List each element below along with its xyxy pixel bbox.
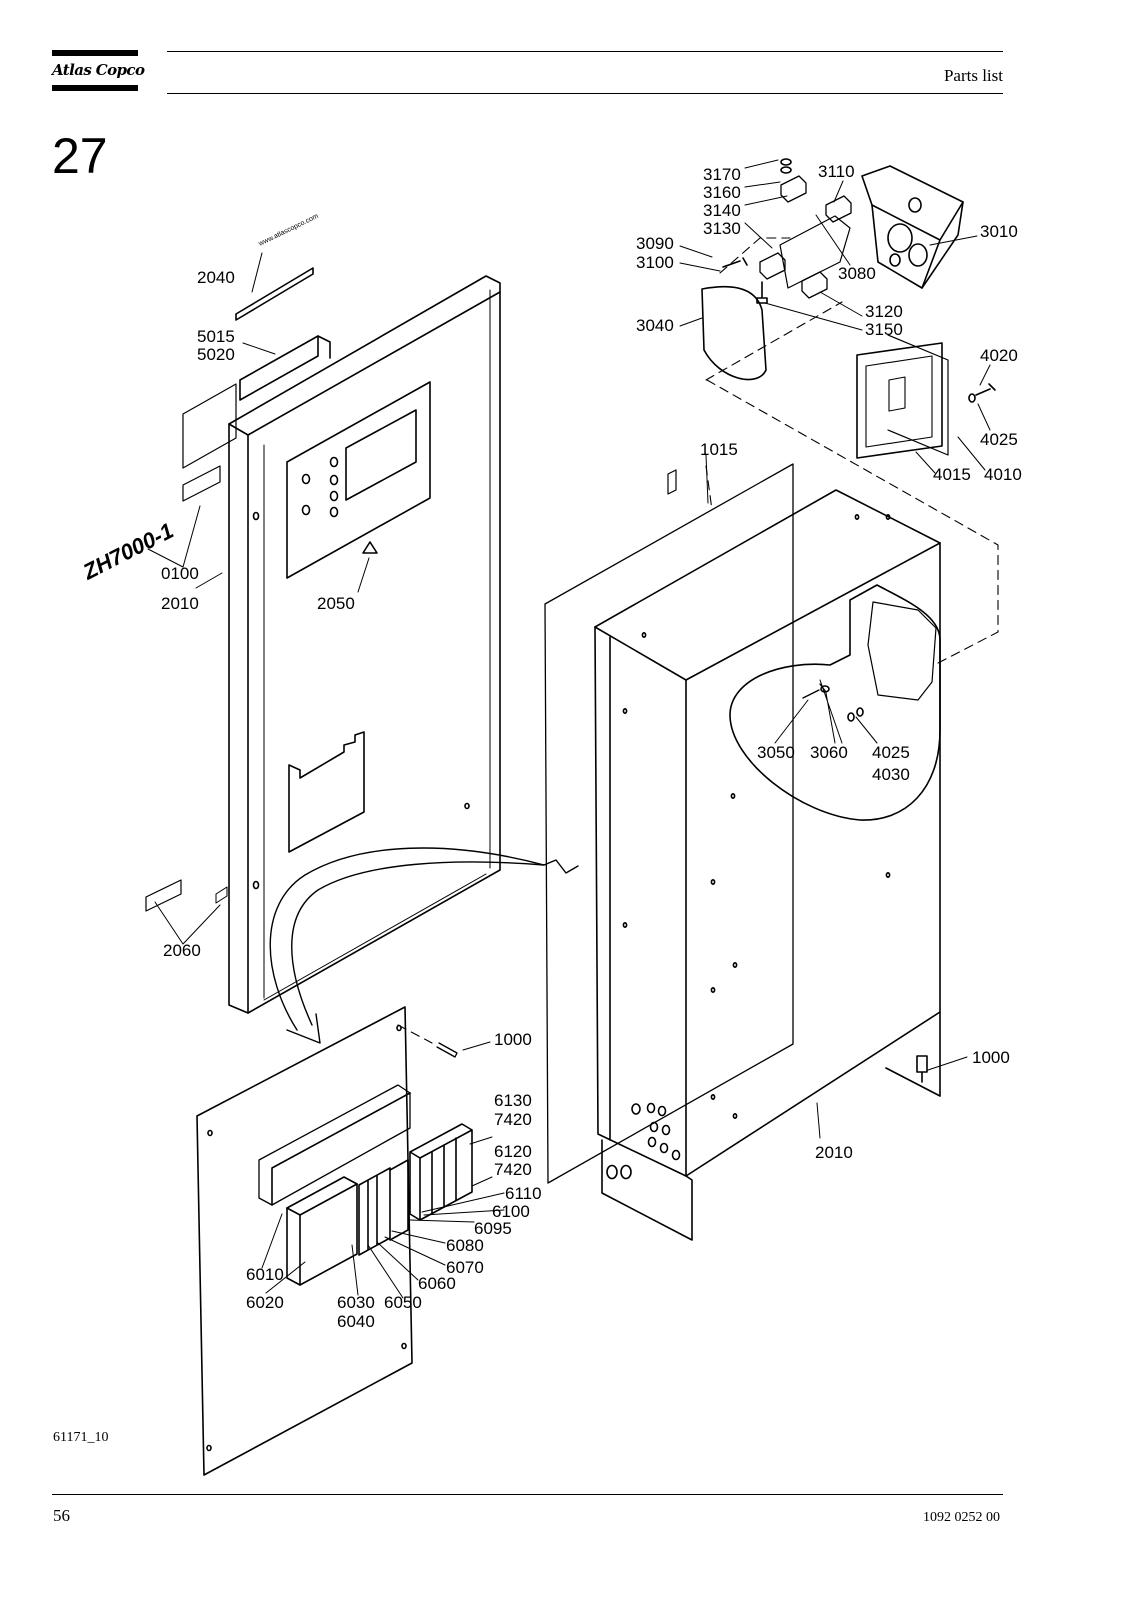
logo-bar-top bbox=[52, 50, 138, 56]
header-rule-bottom bbox=[167, 93, 1003, 94]
callout-3170: 3170 bbox=[703, 165, 741, 184]
callout-labels: 3170 3160 3140 3130 3110 3090 3100 3010 … bbox=[161, 162, 1022, 1331]
callout-3060: 3060 bbox=[810, 743, 848, 762]
footer-rule bbox=[52, 1494, 1003, 1495]
callout-3120: 3120 bbox=[865, 302, 903, 321]
document-number: 1092 0252 00 bbox=[923, 1510, 1000, 1525]
callout-3050: 3050 bbox=[757, 743, 795, 762]
website-strip bbox=[235, 267, 314, 321]
callout-4025-cabinet: 4025 bbox=[872, 743, 910, 762]
callout-3130: 3130 bbox=[703, 219, 741, 238]
callout-1015: 1015 bbox=[700, 440, 738, 459]
callout-3040: 3040 bbox=[636, 316, 674, 335]
brand-logo: Atlas Copco bbox=[52, 61, 145, 79]
header-rule-top bbox=[167, 51, 1003, 52]
callout-3090: 3090 bbox=[636, 234, 674, 253]
callout-6030: 6030 bbox=[337, 1293, 375, 1312]
callout-5020: 5020 bbox=[197, 345, 235, 364]
callout-6120: 6120 bbox=[494, 1142, 532, 1161]
callout-6095: 6095 bbox=[474, 1219, 512, 1238]
section-number: 27 bbox=[52, 128, 108, 184]
cabinet-housing bbox=[594, 489, 941, 1241]
callout-4025-top: 4025 bbox=[980, 430, 1018, 449]
callout-4015: 4015 bbox=[933, 465, 971, 484]
callout-6060: 6060 bbox=[418, 1274, 456, 1293]
callout-3140: 3140 bbox=[703, 201, 741, 220]
callout-4030: 4030 bbox=[872, 765, 910, 784]
callout-7420-b: 7420 bbox=[494, 1160, 532, 1179]
callout-3100: 3100 bbox=[636, 253, 674, 272]
callout-6110: 6110 bbox=[505, 1184, 542, 1203]
callout-6080: 6080 bbox=[446, 1236, 484, 1255]
junction-box-assembly bbox=[701, 158, 996, 459]
callout-6040: 6040 bbox=[337, 1312, 375, 1331]
callout-5015: 5015 bbox=[197, 327, 235, 346]
callout-4010: 4010 bbox=[984, 465, 1022, 484]
callout-2010-cabinet: 2010 bbox=[815, 1143, 853, 1162]
callout-6070: 6070 bbox=[446, 1258, 484, 1277]
callout-6020: 6020 bbox=[246, 1293, 284, 1312]
callout-1000-cabinet: 1000 bbox=[972, 1048, 1010, 1067]
callout-7420-a: 7420 bbox=[494, 1110, 532, 1129]
callout-3150: 3150 bbox=[865, 320, 903, 339]
callout-2060: 2060 bbox=[163, 941, 201, 960]
callout-6100: 6100 bbox=[492, 1202, 530, 1221]
callout-1000-plate: 1000 bbox=[494, 1030, 532, 1049]
page-number: 56 bbox=[53, 1506, 70, 1525]
callout-2040: 2040 bbox=[197, 268, 235, 287]
callout-6050: 6050 bbox=[384, 1293, 422, 1312]
callout-2010-door: 2010 bbox=[161, 594, 199, 613]
figure-id: 61171_10 bbox=[53, 1430, 109, 1445]
website-strip-text: www.atlascopco.com bbox=[257, 213, 320, 248]
callout-3080: 3080 bbox=[838, 264, 876, 283]
callout-4020: 4020 bbox=[980, 346, 1018, 365]
callout-6130: 6130 bbox=[494, 1091, 532, 1110]
mounting-plate bbox=[196, 1006, 473, 1476]
header-title: Parts list bbox=[943, 66, 1003, 85]
callout-3160: 3160 bbox=[703, 183, 741, 202]
callout-6010: 6010 bbox=[246, 1265, 284, 1284]
callout-3010: 3010 bbox=[980, 222, 1018, 241]
callout-3110: 3110 bbox=[818, 162, 855, 181]
logo-bar-bottom bbox=[52, 85, 138, 91]
callout-2050: 2050 bbox=[317, 594, 355, 613]
callout-0100: 0100 bbox=[161, 564, 199, 583]
front-door-panel bbox=[215, 275, 501, 1014]
